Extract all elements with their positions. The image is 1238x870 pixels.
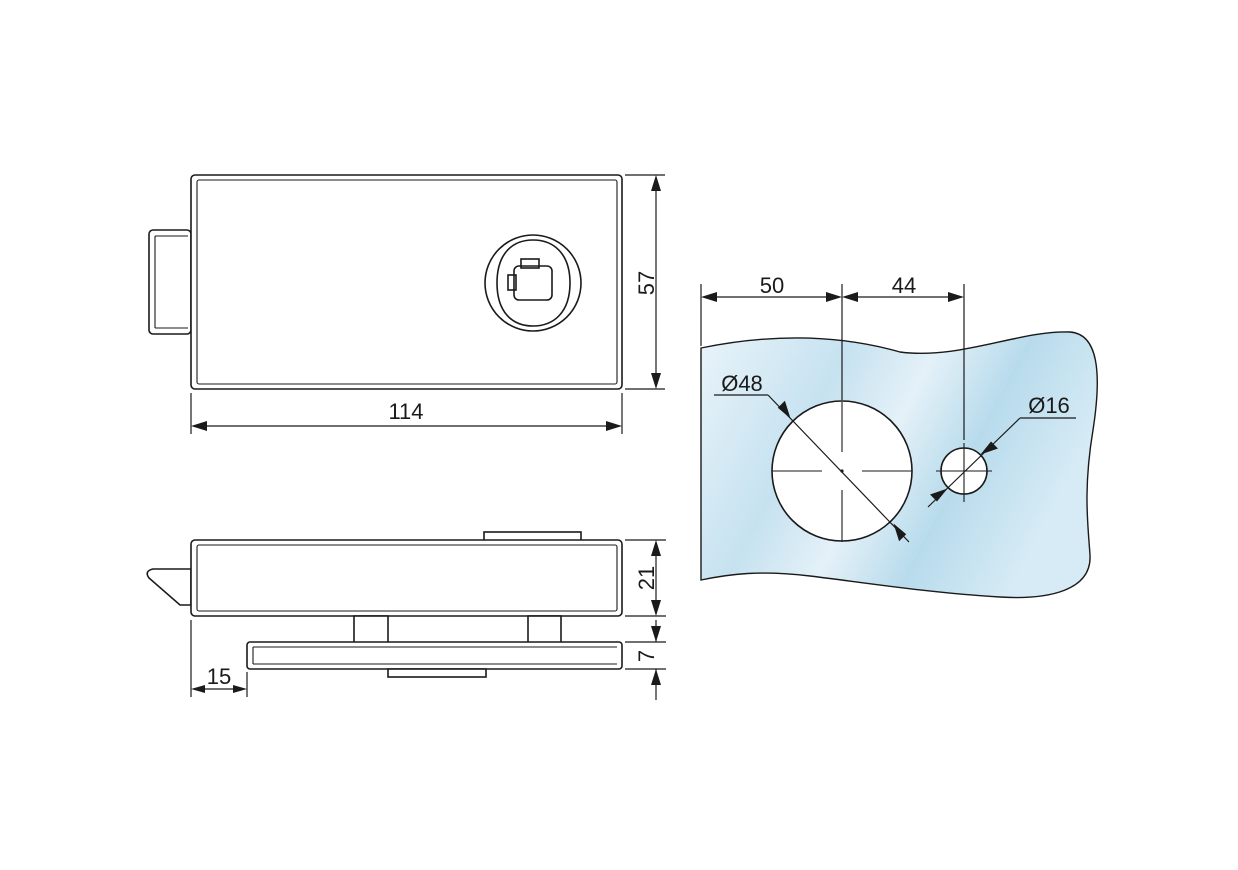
dimension-7: 7	[625, 620, 666, 700]
dim-plate-thickness-label: 7	[634, 650, 659, 662]
diameter-16-callout: Ø16	[927, 393, 1076, 508]
lock-body-top	[190, 174, 623, 390]
dim-small-hole-label: Ø16	[1028, 393, 1070, 418]
lock-cylinder	[484, 234, 582, 332]
dim-top-height-label: 57	[634, 271, 659, 295]
dimension-15: 15	[190, 620, 248, 697]
dimension-44: 44	[842, 273, 964, 302]
spacer-left	[353, 615, 389, 644]
lock-body-side	[190, 539, 623, 617]
side-view: 21 7 15	[146, 531, 666, 700]
dim-edge-offset-label: 50	[760, 273, 784, 298]
dim-large-hole-label: Ø48	[721, 371, 763, 396]
dim-top-width-label: 114	[388, 399, 423, 424]
spacer-right	[527, 615, 562, 644]
dim-body-height-label: 21	[634, 566, 659, 590]
latch-wedge	[146, 568, 192, 606]
dim-offset-label: 15	[207, 664, 231, 689]
diameter-48-callout: Ø48	[714, 371, 910, 543]
dimension-114: 114	[190, 393, 623, 434]
glass-cutout-view: 50 44 Ø48 Ø16	[700, 273, 1098, 599]
bottom-plate	[246, 641, 623, 670]
dimension-57: 57	[625, 174, 665, 390]
dim-hole-spacing-label: 44	[892, 273, 916, 298]
dimension-21: 21	[625, 539, 666, 617]
top-view: 57 114	[148, 174, 665, 434]
bottom-tab	[387, 668, 487, 678]
dimension-50: 50	[701, 273, 842, 302]
